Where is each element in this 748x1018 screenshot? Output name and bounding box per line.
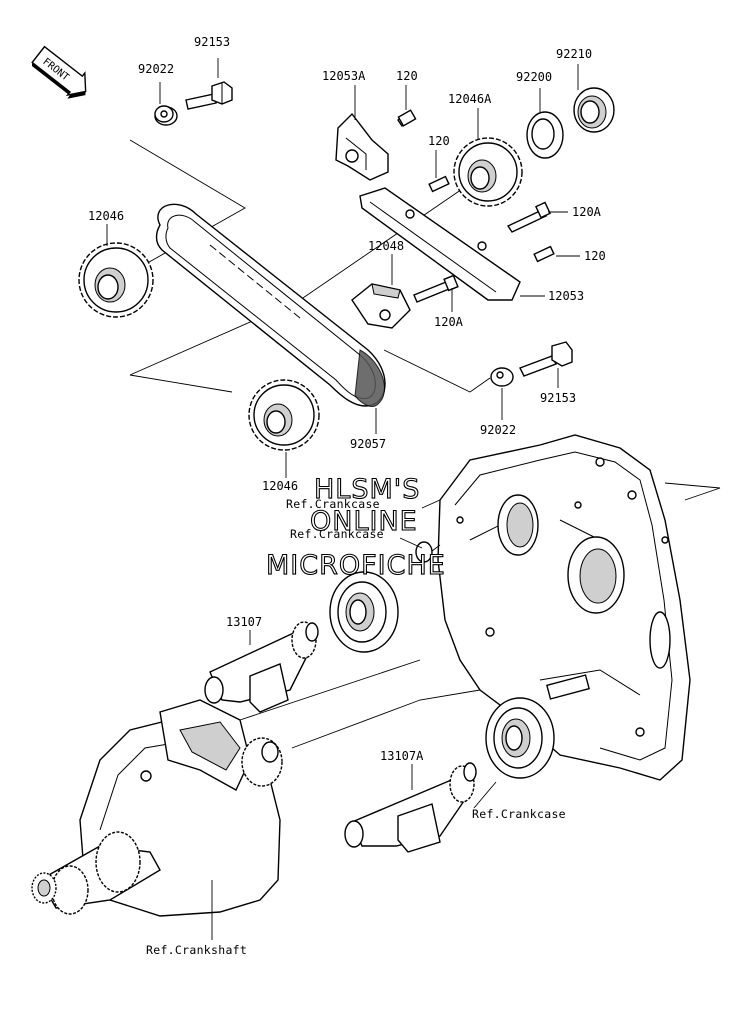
label-12046-left: 12046 — [88, 209, 124, 223]
watermark-line-2: ONLINE — [310, 506, 418, 537]
bolt-120A-right — [506, 201, 551, 233]
label-12053A: 12053A — [322, 69, 366, 83]
chain-guide-12053 — [359, 187, 521, 301]
bolt-120A-mid — [413, 274, 459, 303]
label-ref-crankcase-3: Ref.Crankcase — [472, 807, 566, 821]
label-12046-low: 12046 — [262, 479, 298, 493]
shaft-13107A — [344, 762, 477, 853]
sprocket-12046-left — [78, 242, 154, 318]
watermark-line-3: MICROFICHE — [266, 550, 446, 581]
label-92022-mid: 92022 — [480, 423, 516, 437]
bolt-120-b — [428, 175, 450, 193]
shaft-13107 — [204, 621, 319, 713]
cam-chain-92057 — [155, 203, 386, 407]
washer-92022-top — [154, 105, 178, 126]
sprocket-12046A — [453, 137, 523, 207]
label-92057: 92057 — [350, 437, 386, 451]
label-12053: 12053 — [548, 289, 584, 303]
label-13107A: 13107A — [380, 749, 424, 763]
sprocket-12046-low — [248, 379, 320, 451]
label-120-a: 120 — [396, 69, 418, 83]
watermark-line-1: HLSM'S — [314, 474, 420, 505]
bolt-120-a — [397, 109, 417, 128]
washer-92022-mid — [490, 367, 514, 387]
label-92153-mid: 92153 — [540, 391, 576, 405]
tensioner-12048 — [351, 283, 411, 329]
crankshaft — [31, 699, 283, 917]
label-92200: 92200 — [516, 70, 552, 84]
bolt-92153-mid — [519, 341, 573, 377]
watermark: HLSM'S ONLINE MICROFICHE — [265, 473, 446, 581]
label-12048: 12048 — [368, 239, 404, 253]
label-ref-crankcase-2: Ref.Crankcase — [290, 527, 384, 541]
label-ref-crankshaft: Ref.Crankshaft — [146, 943, 247, 957]
washer-92200 — [526, 111, 564, 159]
nut-92210 — [573, 87, 615, 133]
crankcase — [437, 434, 691, 781]
label-120A-mid: 120A — [434, 315, 464, 329]
front-arrow-icon: FRONT — [31, 45, 87, 99]
label-92210: 92210 — [556, 47, 592, 61]
bearing-upper — [329, 571, 399, 653]
label-120-b: 120 — [428, 134, 450, 148]
bolt-120-c — [533, 245, 555, 263]
label-120-c: 120 — [584, 249, 606, 263]
bolt-92153-top — [185, 81, 233, 110]
label-120A-right: 120A — [572, 205, 602, 219]
label-ref-crankcase-1: Ref.Crankcase — [286, 497, 380, 511]
label-92153-top: 92153 — [194, 35, 230, 49]
label-13107: 13107 — [226, 615, 262, 629]
label-92022-top: 92022 — [138, 62, 174, 76]
label-12046A: 12046A — [448, 92, 492, 106]
tensioner-12053A — [335, 112, 389, 181]
bearing-lower — [485, 697, 555, 779]
